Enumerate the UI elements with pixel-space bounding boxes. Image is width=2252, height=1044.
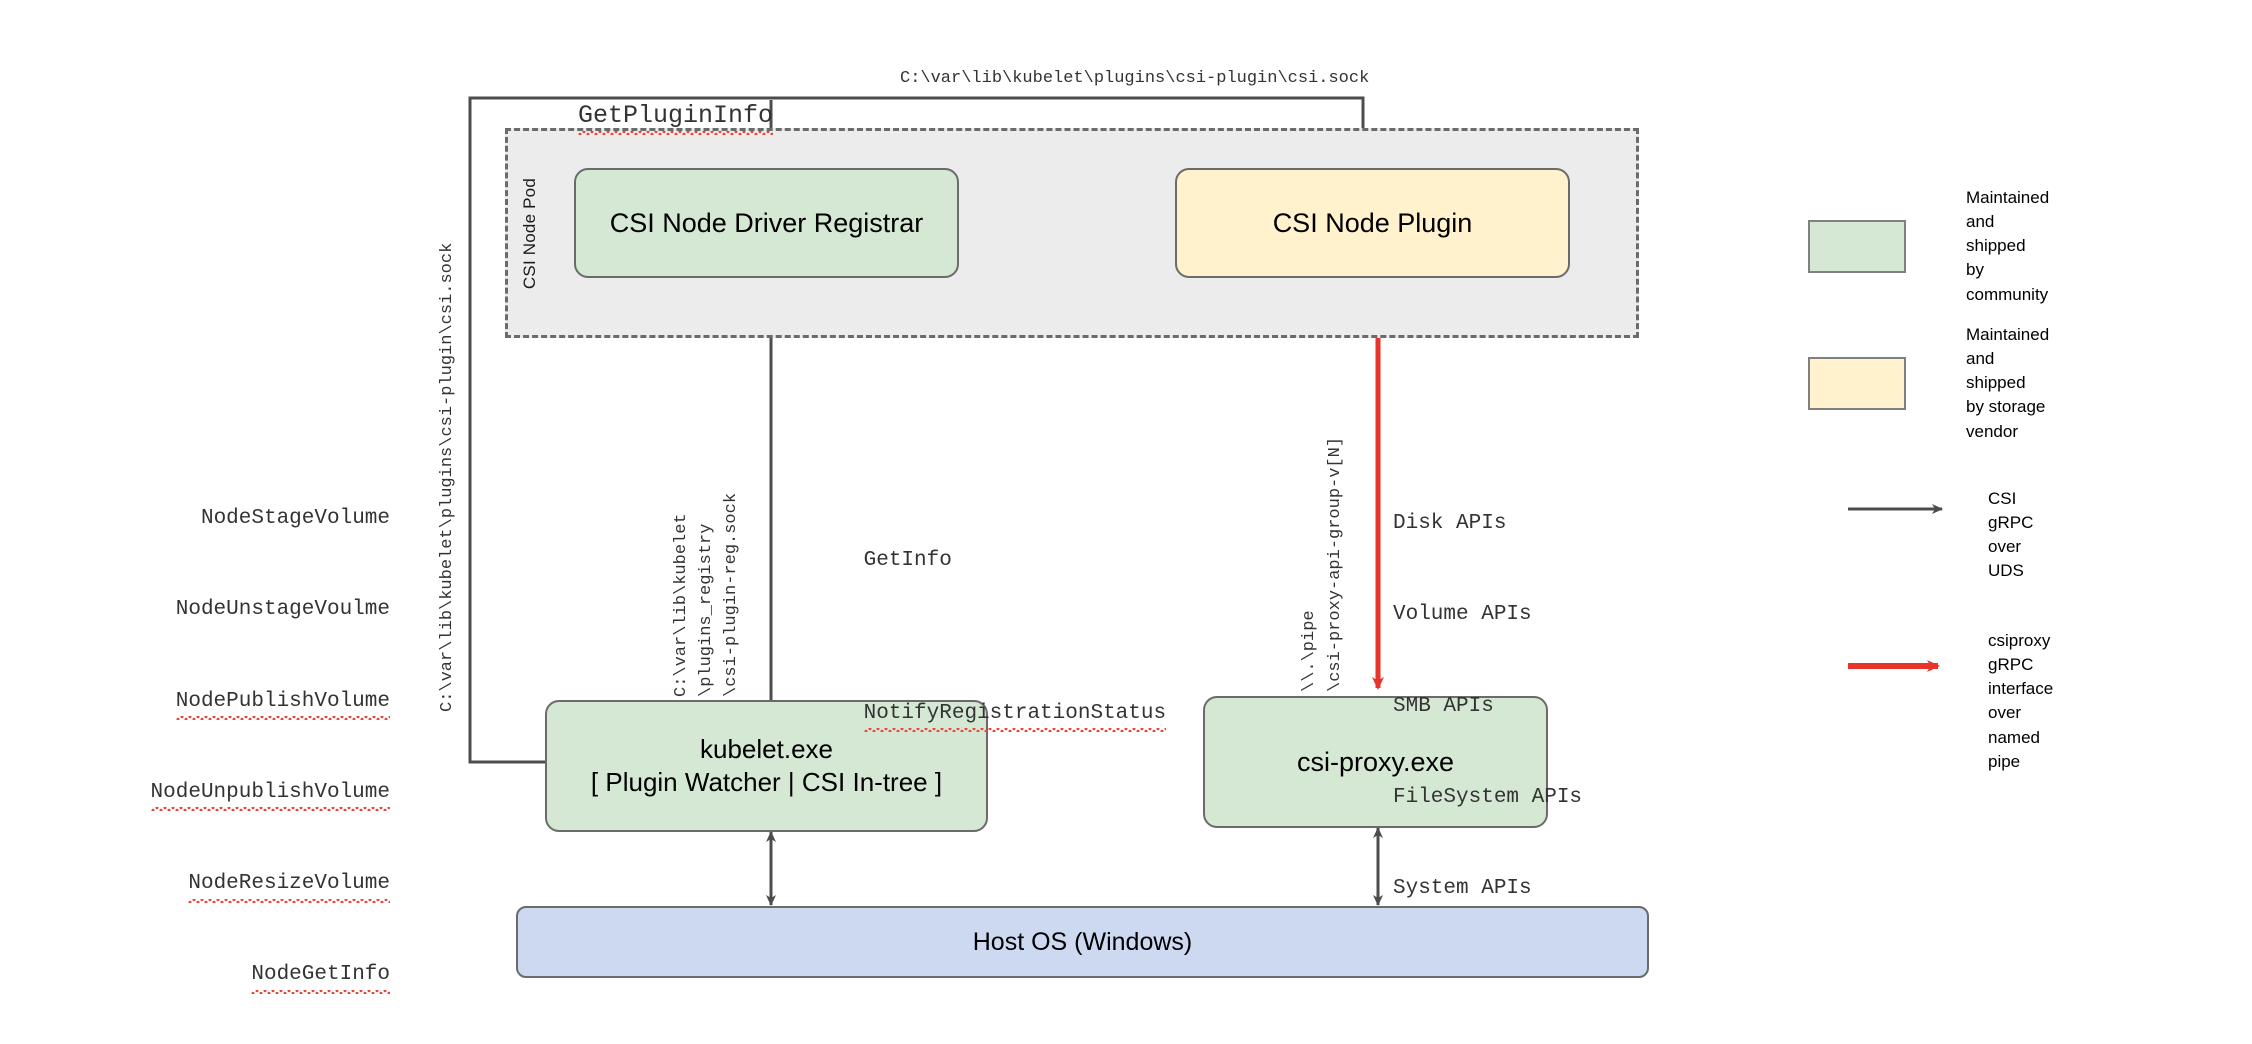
label-notifyregistrationstatus: NotifyRegistrationStatus [788, 668, 1167, 759]
label-csi-sock-path-vertical: C:\var\lib\kubelet\plugins\csi-plugin\cs… [438, 242, 457, 712]
label-getplugininfo: GetPluginInfo [518, 66, 774, 165]
list-item: NodeUnstageVoulme [175, 598, 390, 622]
label-csi-proxy-apis: Disk APIs Volume APIs SMB APIs FileSyste… [1393, 448, 1582, 965]
label-registry-path-line-2: \plugins_registry [697, 523, 716, 697]
list-item: NodePublishVolume [110, 687, 391, 721]
label-node-service-calls: NodeStageVolume NodeUnstageVoulme NodePu… [110, 443, 391, 1044]
node-host-os-label: Host OS (Windows) [972, 928, 1193, 956]
label-getinfo: GetInfo [863, 549, 952, 573]
node-host-os[interactable]: Host OS (Windows) [516, 906, 1649, 978]
legend-item-csiproxy-grpc: csiproxy gRPC interface over named pipe [1848, 629, 2053, 774]
label-registry-path-line-3: \csi-plugin-reg.sock [722, 492, 741, 697]
label-named-pipe-line-2: \csi-proxy-api-group-v[N] [1326, 436, 1345, 692]
legend-item-vendor: Maintained and shipped by storage vendor [1808, 323, 2049, 444]
legend-label-vendor: Maintained and shipped by storage vendor [1966, 325, 2050, 441]
legend-label-csiproxy-grpc: csiproxy gRPC interface over named pipe [1988, 631, 2054, 771]
node-csi-node-driver-registrar[interactable]: CSI Node Driver Registrar [574, 168, 959, 278]
legend-item-community: Maintained and shipped by community [1808, 186, 2049, 307]
list-item: FileSystem APIs [1393, 785, 1583, 809]
list-item: NodeStageVolume [200, 506, 390, 530]
legend-swatch-vendor-icon [1808, 356, 1906, 410]
label-registration-calls: GetInfo NotifyRegistrationStatus [788, 455, 1167, 820]
label-csi-sock-path-top: C:\var\lib\kubelet\plugins\csi-plugin\cs… [900, 69, 1370, 88]
list-item: NodeResizeVolume [110, 869, 390, 904]
legend-item-csi-grpc: CSI gRPC over UDS [1848, 487, 2033, 584]
list-item: System APIs [1393, 877, 1532, 901]
node-kubelet-exe[interactable]: kubelet.exe [ Plugin Watcher | CSI In-tr… [545, 700, 988, 832]
list-item: NodeGetInfo [110, 960, 390, 995]
arrow-red-icon [1848, 690, 1956, 712]
node-kubelet-exe-subtitle: [ Plugin Watcher | CSI In-tree ] [590, 767, 943, 797]
node-kubelet-exe-label: kubelet.exe [700, 733, 833, 764]
list-item: Disk APIs [1393, 511, 1507, 535]
label-named-pipe-line-1: \\.\pipe [1300, 610, 1319, 692]
node-csi-proxy-exe-label: csi-proxy.exe [1296, 746, 1455, 777]
node-csi-node-driver-registrar-label: CSI Node Driver Registrar [609, 207, 924, 238]
legend-label-community: Maintained and shipped by community [1966, 188, 2050, 304]
node-csi-proxy-exe[interactable]: csi-proxy.exe [1203, 696, 1548, 828]
label-registry-path-line-1: C:\var\lib\kubelet [672, 513, 691, 697]
list-item: Volume APIs [1393, 603, 1532, 627]
arrow-gray-icon [1848, 524, 1956, 546]
label-getplugininfo-text: GetPluginInfo [578, 101, 774, 135]
node-csi-node-plugin-label: CSI Node Plugin [1272, 207, 1473, 238]
legend-label-csi-grpc: CSI gRPC over UDS [1988, 489, 2034, 581]
list-item: NodeUnpublishVolume [110, 778, 391, 812]
csi-node-pod-label: CSI Node Pod [520, 178, 539, 290]
legend-swatch-community-icon [1808, 219, 1906, 273]
list-item: SMB APIs [1393, 694, 1494, 718]
node-csi-node-plugin[interactable]: CSI Node Plugin [1175, 168, 1570, 278]
